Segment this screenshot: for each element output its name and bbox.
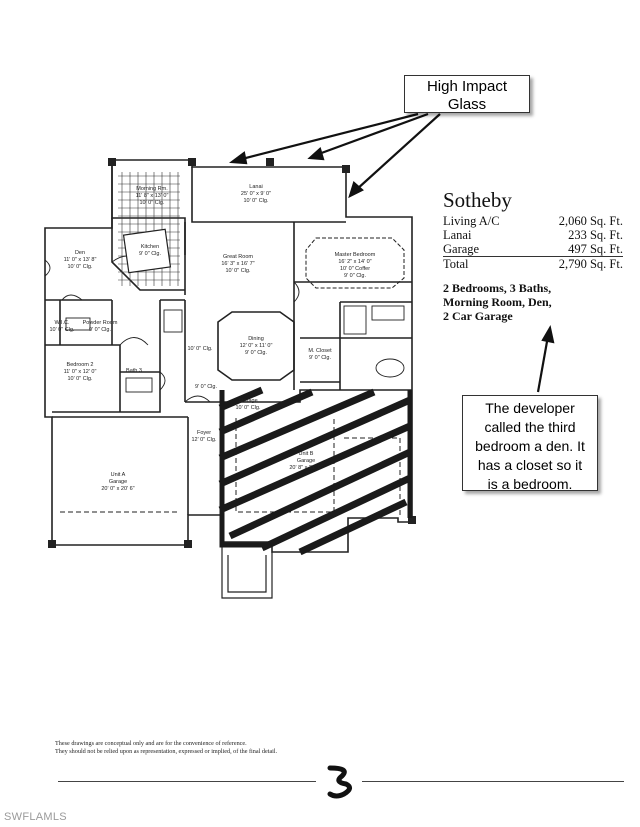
feature-list: 2 Bedrooms, 3 Baths, Morning Room, Den, … [443,281,623,323]
area-value: 233 Sq. Ft. [568,228,623,242]
area-row-living: Living A/C 2,060 Sq. Ft. [443,214,623,228]
area-label: Lanai [443,228,472,242]
callout-line: bedroom a den. It [475,438,585,454]
column [188,158,196,166]
column [266,158,274,166]
brand-logo [322,764,358,799]
developer-note-callout: The developer called the third bedroom a… [462,395,598,492]
hatch-frame [219,390,413,548]
dining-outline [217,311,295,381]
area-row-garage: Garage 497 Sq. Ft. [443,242,623,257]
callout-line: Glass [447,96,487,113]
garage-b-outline [235,418,401,515]
hatch-overlay [218,386,412,556]
label-wic: W.I.C.10' 0" Clg. [49,320,74,333]
callout-line: called the third [484,419,576,435]
total-value: 2,790 Sq. Ft. [558,257,623,271]
callout-line: is a bedroom. [487,476,573,492]
callout-line: The developer [485,400,575,416]
bath-fixtures [65,305,405,393]
area-label: Living A/C [443,214,500,228]
area-row-lanai: Lanai 233 Sq. Ft. [443,228,623,242]
exterior-walls [44,159,413,553]
area-value: 2,060 Sq. Ft. [558,214,623,228]
column [408,516,416,524]
feature-line: 2 Car Garage [443,309,513,323]
area-value: 497 Sq. Ft. [568,242,623,256]
footer-rule [362,781,624,782]
model-summary: Sotheby Living A/C 2,060 Sq. Ft. Lanai 2… [443,188,623,323]
disclaimer-line: These drawings are conceptual only and a… [55,740,247,747]
label-ceiling-mid: 9' 0" Clg. [195,384,217,390]
column [48,540,56,548]
footer-rule [58,781,316,782]
area-row-total: Total 2,790 Sq. Ft. [443,257,623,271]
label-bath-3: Bath 3 [126,368,142,374]
feature-line: Morning Room, Den, [443,295,552,309]
label-morning-room: Morning Rm.11' 8" x 13' 0"10' 0" Clg. [136,186,169,206]
label-ceiling-left: 10' 0" Clg. [187,346,212,352]
column [342,165,350,173]
entry-walk [221,542,273,599]
master-coffer [305,237,405,289]
feature-line: 2 Bedrooms, 3 Baths, [443,281,552,295]
high-impact-glass-callout: High Impact Glass [404,75,530,113]
disclaimer: These drawings are conceptual only and a… [55,740,355,756]
area-label: Garage [443,242,480,256]
column [108,158,116,166]
model-name: Sotheby [443,188,512,212]
column [184,540,192,548]
watermark: SWFLAMLS [4,811,67,823]
total-label: Total [443,257,469,271]
kitchen-island [122,228,172,274]
callout-line: has a closet so it [477,457,583,473]
callout-line: High Impact [426,78,508,95]
disclaimer-line: They should not be relied upon as repres… [55,748,278,755]
glass-arrows [228,112,555,393]
